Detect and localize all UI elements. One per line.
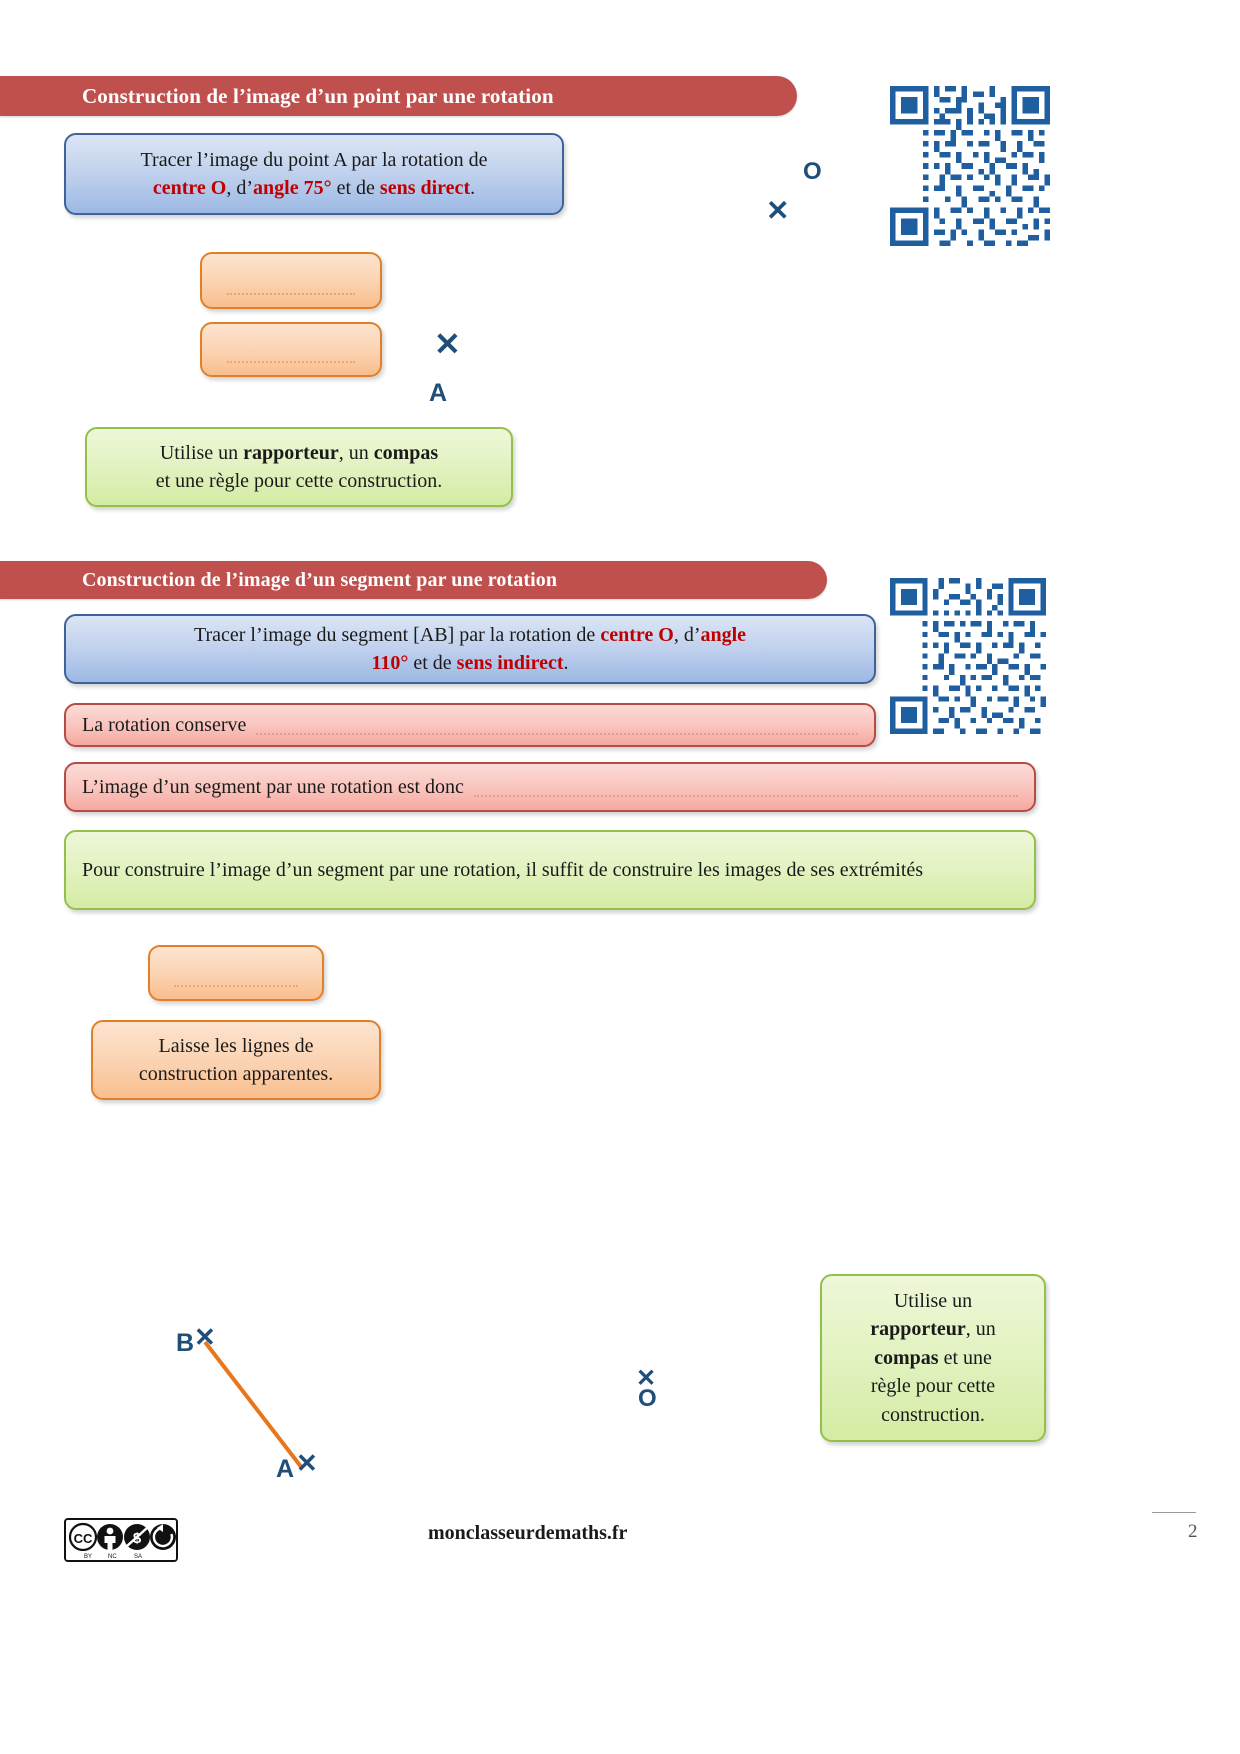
- point-marker-a2-cross: ✕: [296, 1449, 318, 1478]
- fill-in-label: L’image d’un segment par une rotation es…: [82, 775, 464, 798]
- dotted-answer-line: [226, 293, 356, 295]
- point-label-b: B: [176, 1329, 195, 1357]
- property-box-segment: Pour construire l’image d’un segment par…: [64, 830, 1036, 910]
- svg-text:CC: CC: [74, 1531, 93, 1546]
- page-number-rule: [1152, 1512, 1196, 1513]
- tip2-line-4: règle pour cette: [870, 1375, 996, 1398]
- instruction-seg-period: .: [563, 652, 569, 674]
- instruction-box-point-text: Tracer l’image du point A par la rotatio…: [66, 140, 562, 209]
- point-label-a2: A: [276, 1455, 295, 1483]
- instruction-seg-prefix: Tracer l’image du segment [AB] par la ro…: [193, 623, 601, 646]
- qr-code-point[interactable]: [890, 86, 1050, 246]
- fill-in-row: La rotation conserve: [66, 711, 874, 740]
- instruction-seg-line-1: Tracer l’image du segment [AB] par la ro…: [84, 621, 856, 649]
- instruction-seg-centre-o: centre O: [600, 623, 674, 646]
- tip-line-1: Utilise un rapporteur, un compas: [105, 439, 493, 467]
- point-marker-o-cross: ✕: [766, 196, 790, 227]
- instruction-sep-1: , d’: [226, 177, 254, 199]
- instruction-centre-o: centre O: [152, 177, 227, 199]
- instruction-seg-line-2: 110° et de sens indirect.: [84, 649, 856, 677]
- tip2-line-5: construction.: [881, 1403, 985, 1426]
- instruction-seg-sens: sens indirect: [456, 652, 564, 674]
- instruction-sep-2: et de: [331, 177, 380, 199]
- instruction-sens: sens direct: [379, 177, 471, 199]
- instruction-box-point: Tracer l’image du point A par la rotatio…: [64, 133, 564, 215]
- tip-rapporteur: rapporteur: [243, 441, 339, 464]
- fill-in-box-conserve[interactable]: La rotation conserve: [64, 703, 876, 747]
- svg-text:$: $: [133, 1530, 142, 1547]
- note-box-construction-lines: Laisse les lignes de construction appare…: [91, 1020, 381, 1100]
- cc-license-badge[interactable]: CC $ BY NC SA: [64, 1518, 178, 1562]
- point-label-a: A: [429, 379, 448, 407]
- instruction-angle: angle 75°: [253, 177, 332, 199]
- instruction-seg-angle-value: 110°: [371, 652, 409, 674]
- tip-box-point: Utilise un rapporteur, un compas et une …: [85, 427, 513, 507]
- tip2-rapporteur: rapporteur: [870, 1318, 966, 1341]
- instruction-seg-sep-2: et de: [408, 652, 457, 674]
- dotted-answer-line: [174, 985, 298, 987]
- property-box-text: Pour construire l’image d’un segment par…: [82, 858, 924, 881]
- tip-box-segment: Utilise un rapporteur, un compas et une …: [820, 1274, 1046, 1442]
- tip-box-segment-text: Utilise un rapporteur, un compas et une …: [822, 1283, 1044, 1433]
- footer-site-name[interactable]: monclasseurdemaths.fr: [428, 1522, 628, 1544]
- tip-line-2: et une règle pour cette construction.: [155, 470, 443, 492]
- tip2-line-1: Utilise un: [893, 1290, 973, 1313]
- dotted-fill-line: [256, 732, 858, 735]
- note-box-text: Laisse les lignes de construction appare…: [93, 1026, 379, 1094]
- segment-ab-drawing: [203, 1340, 304, 1470]
- tip2-line-3: compas et une: [832, 1344, 1034, 1372]
- tip2-line-2: rapporteur, un: [832, 1315, 1034, 1343]
- tip-prefix: Utilise un: [159, 441, 244, 464]
- answer-box-point-1[interactable]: [200, 252, 382, 309]
- page-number: 2: [1188, 1521, 1198, 1542]
- dotted-fill-line: [473, 794, 1018, 797]
- instruction-seg-angle-word: angle: [700, 623, 747, 646]
- point-label-o2: O: [638, 1385, 657, 1412]
- instruction-period: .: [470, 177, 476, 199]
- point-marker-o2-cross: ✕: [636, 1366, 657, 1392]
- instruction-line-1: Tracer l’image du point A par la rotatio…: [140, 148, 488, 171]
- tip2-sep-2: et une: [938, 1346, 992, 1369]
- qr-code-segment[interactable]: [890, 578, 1046, 734]
- tip2-compas: compas: [874, 1346, 939, 1369]
- instruction-line-2: centre O, d’angle 75° et de sens direct.: [84, 174, 544, 202]
- svg-text:SA: SA: [134, 1554, 142, 1560]
- point-label-o: O: [803, 158, 822, 185]
- fill-in-label: La rotation conserve: [82, 713, 247, 736]
- fill-in-row: L’image d’un segment par une rotation es…: [66, 773, 1034, 802]
- tip2-sep-1: , un: [965, 1318, 996, 1341]
- section-header-segment-label: Construction de l’image d’un segment par…: [82, 568, 558, 591]
- answer-box-point-2[interactable]: [200, 322, 382, 377]
- point-marker-a-cross: ✕: [434, 326, 461, 362]
- section-header-point-label: Construction de l’image d’un point par u…: [82, 83, 554, 108]
- section-header-point: Construction de l’image d’un point par u…: [0, 76, 797, 116]
- instruction-seg-sep: , d’: [673, 623, 701, 646]
- tip-sep: , un: [338, 441, 374, 464]
- instruction-box-segment-text: Tracer l’image du segment [AB] par la ro…: [66, 615, 874, 684]
- answer-box-segment-1[interactable]: [148, 945, 324, 1001]
- tip-box-point-text: Utilise un rapporteur, un compas et une …: [87, 433, 511, 502]
- svg-text:BY: BY: [84, 1554, 92, 1560]
- note-line-1: Laisse les lignes de: [158, 1035, 314, 1057]
- svg-text:NC: NC: [108, 1554, 117, 1560]
- note-line-2: construction apparentes.: [138, 1063, 334, 1085]
- instruction-box-segment: Tracer l’image du segment [AB] par la ro…: [64, 614, 876, 684]
- section-header-segment: Construction de l’image d’un segment par…: [0, 561, 827, 599]
- fill-in-box-image-segment[interactable]: L’image d’un segment par une rotation es…: [64, 762, 1036, 812]
- dotted-answer-line: [226, 361, 356, 363]
- tip-compas: compas: [373, 441, 439, 464]
- point-marker-b-cross: ✕: [194, 1323, 216, 1352]
- segment-ab-line: [203, 1340, 304, 1470]
